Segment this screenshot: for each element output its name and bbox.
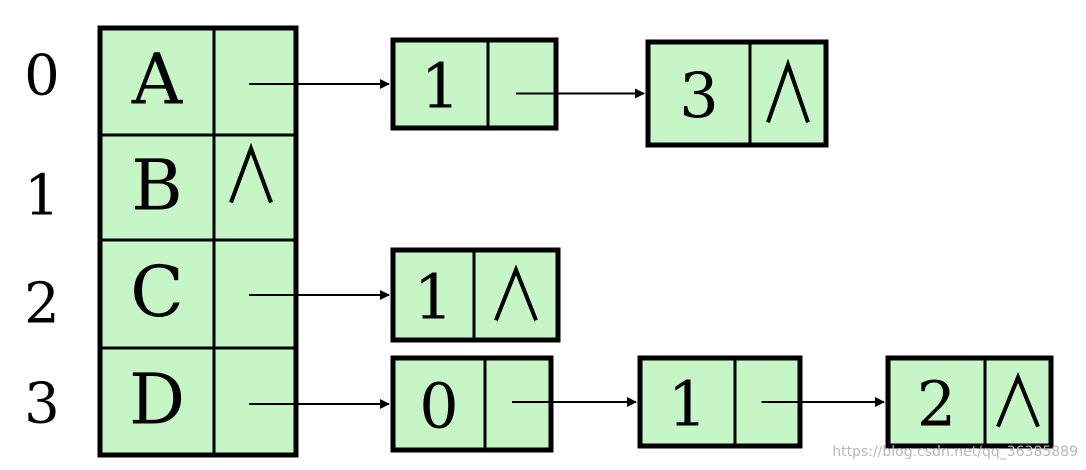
edge-node-adjvex: 1 xyxy=(421,50,460,123)
edge-node xyxy=(885,355,1054,449)
watermark: https://blog.csdn.net/qq_36385889 xyxy=(832,444,1078,460)
row-index-label: 2 xyxy=(24,272,60,337)
edge-node-adjvex: 3 xyxy=(679,59,718,132)
edge-node-adjvex: 1 xyxy=(668,368,707,441)
row-index-label: 3 xyxy=(24,372,60,437)
vertex-label: A xyxy=(131,39,184,121)
vertex-label: C xyxy=(130,251,184,333)
null-pointer-icon xyxy=(494,264,538,321)
vertex-label: D xyxy=(129,359,185,441)
edge-node-adjvex: 2 xyxy=(917,368,956,441)
null-pointer-icon xyxy=(766,58,810,123)
null-pointer-icon xyxy=(996,372,1040,428)
edge-node-adjvex: 0 xyxy=(419,370,458,443)
edge-node xyxy=(390,37,559,131)
vertex-label: B xyxy=(131,145,182,227)
null-pointer-icon xyxy=(229,142,273,204)
edge-node-adjvex: 1 xyxy=(414,261,453,334)
row-index-label: 0 xyxy=(24,44,60,109)
edge-node xyxy=(390,355,554,453)
row-index-label: 1 xyxy=(24,164,60,229)
